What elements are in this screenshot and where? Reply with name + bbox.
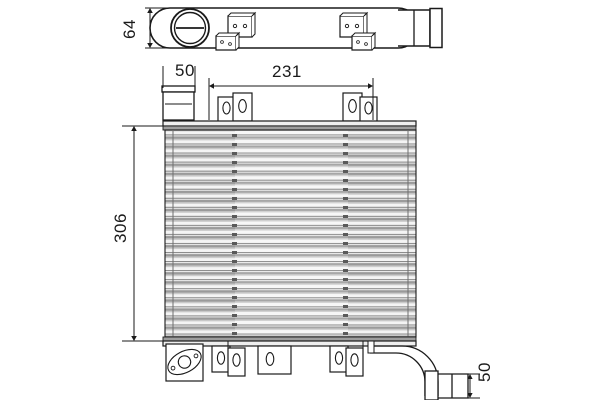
mounting-tab-top-2: [215, 31, 241, 51]
oval-mount-flange: [165, 343, 204, 382]
dimension-label-50-top: 50: [175, 61, 195, 80]
mounting-tab-top-1: [227, 11, 257, 38]
elbow-pipe-joint: [367, 340, 375, 354]
core-fin-stack: [164, 129, 417, 338]
dim-306-group: [122, 125, 166, 342]
top-bracket-2: [342, 92, 378, 127]
dim-50-top-group: [162, 66, 196, 88]
bottom-bracket-2: [257, 345, 292, 375]
dimension-label-231: 231: [272, 62, 302, 81]
fin-tab-marks: [232, 134, 348, 335]
mounting-tab-top-3: [339, 11, 369, 38]
bottom-bracket-3: [329, 341, 364, 377]
mounting-tab-top-4: [351, 31, 377, 51]
dim-231-group: [208, 78, 374, 120]
dimension-label-50-bottom: 50: [474, 362, 494, 382]
front-view-group: [122, 66, 480, 401]
dim-50-bottom-group: [467, 373, 480, 399]
top-view-group: [145, 7, 443, 51]
dimension-label-306: 306: [110, 213, 130, 243]
top-tank-rail-shadow: [162, 125, 417, 131]
inlet-pipe-stub: [161, 85, 196, 121]
bottom-bracket-1: [211, 341, 246, 377]
dimension-label-64: 64: [119, 19, 139, 39]
top-tank-rail: [162, 120, 417, 127]
elbow-outlet-pipe: [370, 345, 469, 401]
bottom-tank-rail-shadow: [162, 336, 417, 342]
outlet-pipe-end-top: [429, 7, 443, 49]
dim-64-group: [145, 7, 172, 49]
